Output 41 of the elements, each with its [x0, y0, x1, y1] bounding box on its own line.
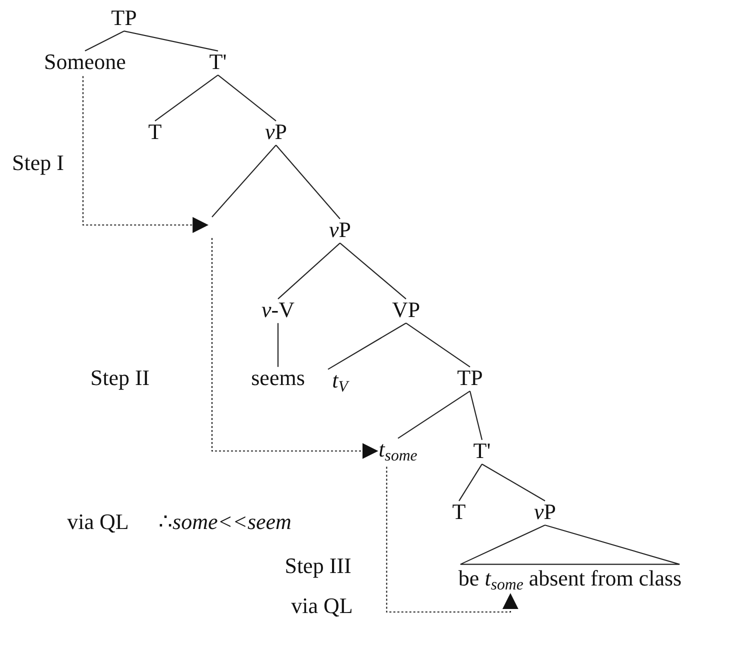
- tree-branch: [278, 242, 340, 300]
- tree-node-label: t$_{V}$: [332, 368, 348, 396]
- tree-branch: [458, 464, 482, 502]
- step-label: Step III: [284, 554, 352, 578]
- tree-branch: [154, 74, 218, 122]
- tree-triangle: [460, 524, 680, 565]
- tree-node-label: T': [209, 50, 227, 74]
- tree-node-label: seems: [251, 366, 305, 390]
- annotation: ∴some<<seem: [158, 510, 292, 534]
- tree-branch: [406, 322, 470, 368]
- tree-node-label: vP: [329, 218, 351, 242]
- tree-node-label: v-V: [262, 298, 294, 322]
- tree-node-label: TP: [111, 6, 137, 30]
- tree-branch: [218, 74, 276, 122]
- tree-node-label: vP: [265, 120, 287, 144]
- tree-branch: [340, 242, 406, 300]
- tree-node-label: T: [148, 120, 162, 144]
- tree-branch: [212, 144, 276, 218]
- tree-branch: [84, 30, 124, 52]
- movement-arrow: [82, 76, 209, 233]
- tree-node-label: VP: [392, 298, 420, 322]
- tree-branch: [482, 464, 546, 502]
- tree-branch: [124, 30, 218, 52]
- tree-node-label: Someone: [44, 50, 126, 74]
- tree-branch: [328, 322, 406, 370]
- tree-branch: [276, 144, 340, 220]
- terminal-string: be t$_{some}$ absent from class: [458, 566, 682, 594]
- tree-branch: [469, 390, 483, 440]
- movement-arrow: [211, 238, 378, 459]
- annotation: via QL: [291, 594, 353, 618]
- tree-node-label: t$_{some}$: [378, 437, 418, 465]
- tree-node-label: vP: [534, 500, 556, 524]
- annotation: via QL: [67, 510, 129, 534]
- tree-node-label: TP: [457, 366, 483, 390]
- tree-branch: [398, 390, 470, 439]
- movement-arrow: [386, 466, 518, 613]
- step-label: Step II: [90, 366, 150, 390]
- step-label: Step I: [12, 150, 64, 176]
- tree-branch: [277, 323, 279, 367]
- tree-node-label: T: [452, 500, 466, 524]
- tree-node-label: T': [473, 438, 491, 464]
